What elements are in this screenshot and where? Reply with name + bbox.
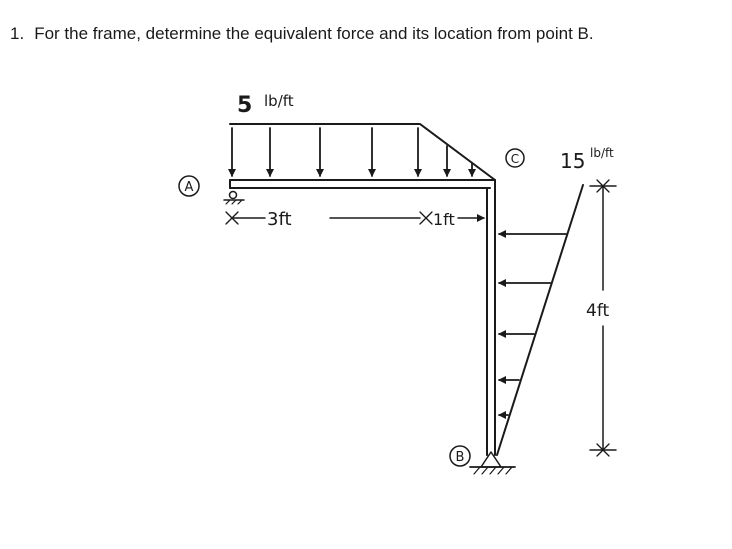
roller-support-a	[223, 190, 245, 205]
point-c-circle	[505, 148, 525, 168]
point-a-label: A	[185, 180, 194, 195]
vertical-dimension	[589, 179, 617, 457]
point-c-label: C	[511, 152, 519, 166]
point-b-circle	[449, 445, 471, 467]
problem-text: For the frame, determine the equivalent …	[34, 24, 594, 43]
problem-number: 1.	[10, 24, 25, 43]
vertical-column	[486, 179, 496, 456]
dimension-4ft: 4ft	[586, 301, 610, 321]
top-load-unit: lb/ft	[264, 92, 294, 110]
top-distributed-load	[228, 123, 496, 181]
side-load-value: 15	[560, 149, 585, 173]
side-distributed-load	[496, 184, 584, 456]
top-load-value: 5	[237, 93, 252, 118]
horizontal-beam	[229, 179, 496, 189]
point-a-circle	[178, 175, 200, 197]
dimension-3ft: 3ft	[267, 209, 292, 230]
dimension-1ft: 1ft	[433, 210, 455, 229]
point-b-label: B	[456, 450, 465, 465]
horizontal-dimension	[225, 211, 485, 225]
side-load-unit: lb/ft	[590, 146, 614, 160]
pin-support-b	[469, 451, 516, 475]
problem-statement: 1. For the frame, determine the equivalen…	[10, 24, 594, 44]
